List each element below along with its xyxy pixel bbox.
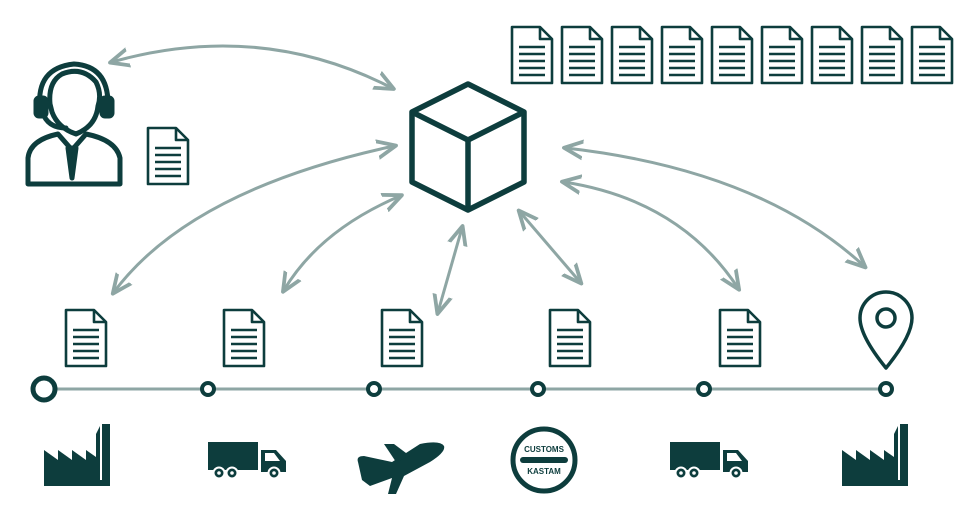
arrow-hub-stop-1 xyxy=(114,146,394,292)
customs-stamp-top-text: CUSTOMS xyxy=(524,445,565,454)
document-icon xyxy=(810,25,854,85)
timeline-node xyxy=(530,381,546,397)
document-icon xyxy=(146,126,190,186)
truck-icon xyxy=(670,442,749,480)
timeline-start-node xyxy=(30,375,58,403)
customer-service-agent-icon xyxy=(25,61,123,187)
cube-icon xyxy=(409,81,527,213)
document-icon xyxy=(380,308,424,368)
document-icon xyxy=(860,25,904,85)
arrow-hub-stop-6 xyxy=(566,148,864,266)
arrow-hub-stop-3 xyxy=(438,228,462,312)
truck-icon xyxy=(208,442,287,480)
document-icon xyxy=(64,308,108,368)
arrow-hub-stop-4 xyxy=(520,212,580,282)
customs-stamp-icon: CUSTOMS KASTAM xyxy=(510,426,578,494)
arrow-hub-stop-5 xyxy=(564,182,738,288)
customs-stamp-bottom-text: KASTAM xyxy=(527,467,561,476)
factory-icon xyxy=(44,424,110,486)
airplane-icon xyxy=(357,442,445,494)
timeline-node xyxy=(200,381,216,397)
document-icon xyxy=(718,308,762,368)
document-icon xyxy=(760,25,804,85)
document-icon xyxy=(910,25,954,85)
connection-arrows xyxy=(112,44,864,312)
arrow-agent-hub xyxy=(112,44,392,88)
arrow-hub-stop-2 xyxy=(284,196,400,290)
document-stack xyxy=(510,25,954,85)
document-icon xyxy=(660,25,704,85)
document-icon xyxy=(560,25,604,85)
location-pin-icon xyxy=(858,290,914,370)
document-icon xyxy=(510,25,554,85)
timeline-end-node xyxy=(878,381,894,397)
factory-icon xyxy=(842,424,908,486)
timeline xyxy=(30,375,894,403)
timeline-node xyxy=(696,381,712,397)
document-icon xyxy=(710,25,754,85)
document-icon xyxy=(548,308,592,368)
document-icon xyxy=(222,308,266,368)
document-icon xyxy=(610,25,654,85)
timeline-node xyxy=(366,381,382,397)
